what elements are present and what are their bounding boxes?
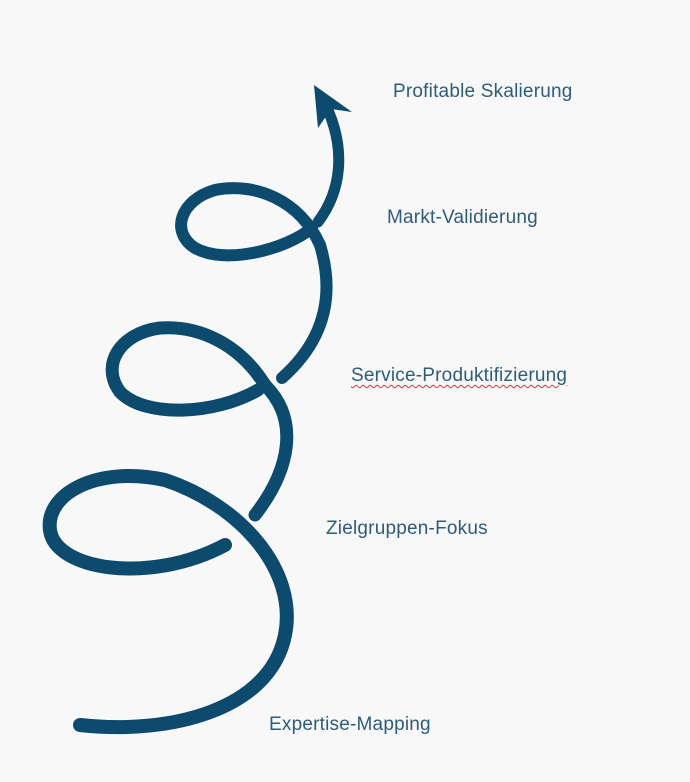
- spell-check-squiggle: Service-Produktifizierung: [351, 365, 568, 386]
- stage-label-service-produktifizierung: Service-Produktifizierung: [351, 365, 567, 387]
- stage-label-profitable-skalierung: Profitable Skalierung: [393, 81, 573, 102]
- spiral-tail: [312, 104, 345, 228]
- stage-label-markt-validierung: Markt-Validierung: [387, 207, 538, 228]
- spiral-connector-lower: [248, 378, 294, 522]
- spiral-loop-bottom: [42, 469, 294, 735]
- spiral-loop-middle: [105, 321, 272, 417]
- stage-label-expertise-mapping: Expertise-Mapping: [269, 714, 431, 735]
- spiral-loop-top: [175, 182, 326, 262]
- stage-label-zielgruppen-fokus: Zielgruppen-Fokus: [326, 518, 488, 539]
- upward-arrowhead-icon: [314, 85, 352, 128]
- spiral-connector-upper: [276, 239, 333, 384]
